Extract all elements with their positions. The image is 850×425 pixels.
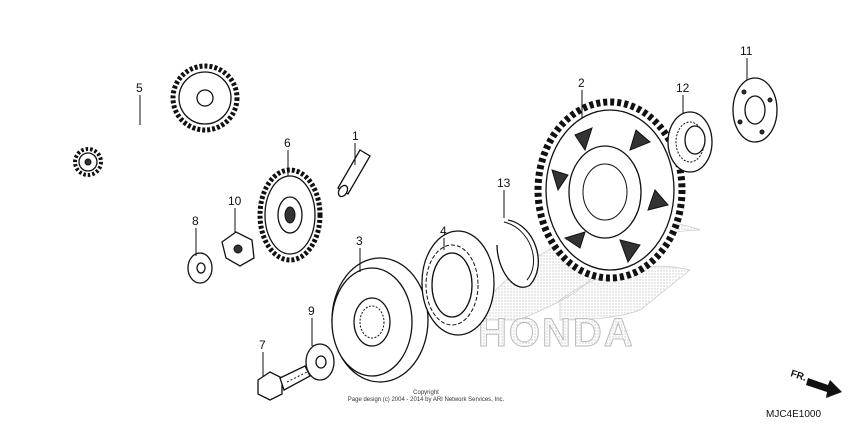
part-10-key-washer: [221, 231, 255, 267]
honda-wordmark: HONDA: [478, 311, 635, 355]
part-13-snap-ring: [496, 219, 539, 288]
part-3-clutch-outer: [331, 257, 429, 383]
callout-6: 6: [284, 136, 291, 150]
copyright-notice: Copyright Page design (c) 2004 - 2014 by…: [348, 390, 505, 403]
part-5-shaft-assembly: [73, 63, 240, 177]
copyright-line-2: Page design (c) 2004 - 2014 by ARI Netwo…: [348, 397, 505, 403]
part-4-one-way-clutch: [421, 230, 495, 336]
callout-2: 2: [578, 76, 585, 90]
callout-8: 8: [192, 214, 199, 228]
front-indicator: FR.: [789, 368, 842, 398]
callout-3: 3: [356, 234, 363, 248]
front-arrow-icon: [806, 378, 842, 398]
callout-leaders: [139, 58, 748, 376]
callout-9: 9: [308, 304, 315, 318]
callout-11: 11: [740, 44, 753, 58]
callout-1: 1: [352, 129, 359, 143]
callout-5: 5: [136, 81, 143, 95]
callout-12: 12: [676, 81, 690, 95]
callout-13: 13: [497, 176, 511, 190]
part-9-washer: [305, 343, 335, 381]
part-2-driven-gear: [534, 98, 686, 282]
part-12-needle-bearing: [667, 111, 713, 173]
callout-10: 10: [228, 194, 242, 208]
part-7-bolt: [257, 365, 311, 401]
callout-4: 4: [440, 224, 447, 238]
callout-7: 7: [259, 338, 266, 352]
part-1-pin: [337, 149, 371, 198]
diagram-code: MJC4E1000: [766, 409, 821, 420]
copyright-line-1: Copyright: [413, 390, 439, 396]
front-indicator-label: FR.: [789, 368, 808, 384]
callouts: 5 1 2 3 4 6 7 8 9 10 11 12 13: [136, 44, 753, 352]
part-6-gear: [257, 167, 323, 263]
part-11-thrust-washer: [732, 77, 778, 143]
part-8-washer: [187, 252, 213, 284]
